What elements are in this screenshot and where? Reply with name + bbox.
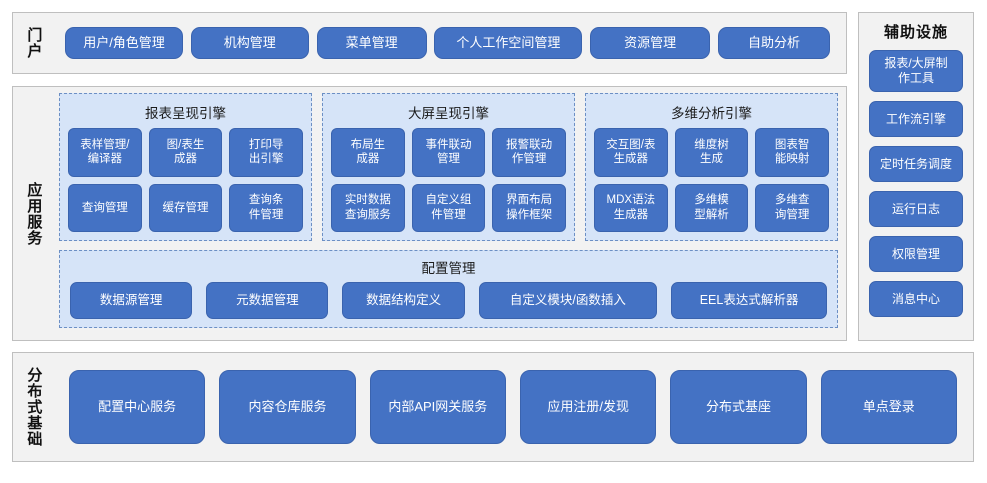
portal-item-org-management[interactable]: 机构管理: [190, 27, 309, 59]
base-item-app-registration-discovery[interactable]: 应用注册/发现: [519, 370, 657, 444]
portal-section-label: 门户: [25, 27, 43, 59]
report-item-template-manager-compiler[interactable]: 表样管理/ 编译器: [68, 128, 142, 177]
application-service-section-label: 应用服务: [25, 181, 43, 246]
config-management-row: 数据源管理 元数据管理 数据结构定义 自定义模块/函数插入 EEL表达式解析器: [70, 282, 827, 319]
config-item-eel-expression-parser[interactable]: EEL表达式解析器: [671, 282, 827, 319]
config-item-data-structure-definition[interactable]: 数据结构定义: [342, 282, 465, 319]
portal-panel: 门户 用户/角色管理 机构管理 菜单管理 个人工作空间管理 资源管理 自助分析: [12, 12, 847, 74]
config-item-datasource-management[interactable]: 数据源管理: [70, 282, 193, 319]
aux-item-permission-management[interactable]: 权限管理: [869, 236, 963, 272]
bigscreen-item-alarm-linkage-action-management[interactable]: 报警联动 作管理: [492, 128, 566, 177]
config-item-metadata-management[interactable]: 元数据管理: [206, 282, 329, 319]
base-item-config-center-service[interactable]: 配置中心服务: [69, 370, 206, 444]
report-item-chart-table-generator[interactable]: 图/表生 成器: [148, 128, 223, 177]
aux-item-message-center[interactable]: 消息中心: [869, 281, 963, 317]
engine-bigscreen-rendering-title: 大屏呈现引擎: [408, 106, 489, 121]
engine-multidim-analysis: 多维分析引擎 交互图/表 生成器 维度树 生成 图表智 能映射 MDX语法 生成…: [585, 93, 838, 241]
multidim-item-interactive-chart-table-generator[interactable]: 交互图/表 生成器: [594, 128, 668, 177]
engine-report-rendering: 报表呈现引擎 表样管理/ 编译器 图/表生 成器 打印导 出引擎 查询管理 缓存…: [59, 93, 312, 241]
engine-bigscreen-rendering: 大屏呈现引擎 布局生 成器 事件联动 管理 报警联动 作管理 实时数据 查询服务…: [322, 93, 575, 241]
engine-report-rendering-grid: 表样管理/ 编译器 图/表生 成器 打印导 出引擎 查询管理 缓存管理 查询条 …: [68, 128, 303, 232]
portal-button-row: 用户/角色管理 机构管理 菜单管理 个人工作空间管理 资源管理 自助分析: [59, 13, 840, 73]
portal-item-resource-management[interactable]: 资源管理: [590, 27, 711, 59]
base-item-single-sign-on[interactable]: 单点登录: [820, 370, 957, 444]
application-service-content: 报表呈现引擎 表样管理/ 编译器 图/表生 成器 打印导 出引擎 查询管理 缓存…: [59, 93, 838, 334]
aux-item-report-bigscreen-authoring-tool[interactable]: 报表/大屏制 作工具: [869, 50, 963, 92]
multidim-item-mdx-syntax-generator[interactable]: MDX语法 生成器: [594, 183, 668, 232]
config-item-custom-module-function-insert[interactable]: 自定义模块/函数插入: [478, 282, 658, 319]
report-item-cache-management[interactable]: 缓存管理: [148, 183, 223, 232]
base-item-content-repository-service[interactable]: 内容仓库服务: [219, 370, 356, 444]
aux-item-workflow-engine[interactable]: 工作流引擎: [869, 101, 963, 137]
distributed-base-section-label: 分布式基础: [25, 367, 43, 447]
engine-report-rendering-title: 报表呈现引擎: [145, 106, 226, 121]
portal-item-self-service-analysis[interactable]: 自助分析: [717, 27, 830, 59]
report-item-print-export-engine[interactable]: 打印导 出引擎: [229, 128, 303, 177]
auxiliary-facilities-panel: 辅助设施 报表/大屏制 作工具 工作流引擎 定时任务调度 运行日志 权限管理 消…: [858, 12, 974, 341]
portal-item-menu-management[interactable]: 菜单管理: [316, 27, 427, 59]
config-management-title: 配置管理: [421, 261, 476, 276]
multidim-item-multidim-query-management[interactable]: 多维查 询管理: [755, 183, 829, 232]
engine-row: 报表呈现引擎 表样管理/ 编译器 图/表生 成器 打印导 出引擎 查询管理 缓存…: [59, 93, 838, 241]
multidim-item-multidim-model-parsing[interactable]: 多维模 型解析: [674, 183, 749, 232]
auxiliary-facilities-list: 报表/大屏制 作工具 工作流引擎 定时任务调度 运行日志 权限管理 消息中心: [859, 46, 973, 325]
distributed-base-row: 配置中心服务 内容仓库服务 内部API网关服务 应用注册/发现 分布式基座 单点…: [65, 353, 965, 461]
auxiliary-facilities-title: 辅助设施: [883, 24, 948, 41]
application-service-panel: 应用服务 报表呈现引擎 表样管理/ 编译器 图/表生 成器 打印导 出引擎 查询…: [12, 86, 847, 341]
distributed-base-panel: 分布式基础 配置中心服务 内容仓库服务 内部API网关服务 应用注册/发现 分布…: [12, 352, 974, 462]
engine-multidim-analysis-title: 多维分析引擎: [671, 106, 752, 121]
report-item-query-management[interactable]: 查询管理: [68, 183, 142, 232]
bigscreen-item-custom-component-management[interactable]: 自定义组 件管理: [411, 183, 486, 232]
bigscreen-item-ui-layout-operation-framework[interactable]: 界面布局 操作框架: [492, 183, 566, 232]
bigscreen-item-realtime-data-query-service[interactable]: 实时数据 查询服务: [331, 183, 405, 232]
engine-bigscreen-rendering-grid: 布局生 成器 事件联动 管理 报警联动 作管理 实时数据 查询服务 自定义组 件…: [331, 128, 566, 232]
base-item-distributed-foundation[interactable]: 分布式基座: [670, 370, 807, 444]
bigscreen-item-event-linkage-management[interactable]: 事件联动 管理: [411, 128, 486, 177]
report-item-query-condition-management[interactable]: 查询条 件管理: [229, 183, 303, 232]
multidim-item-chart-smart-mapping[interactable]: 图表智 能映射: [755, 128, 829, 177]
portal-item-personal-workspace[interactable]: 个人工作空间管理: [434, 27, 583, 59]
engine-multidim-analysis-grid: 交互图/表 生成器 维度树 生成 图表智 能映射 MDX语法 生成器 多维模 型…: [594, 128, 829, 232]
base-item-internal-api-gateway-service[interactable]: 内部API网关服务: [369, 370, 506, 444]
multidim-item-dimension-tree-generation[interactable]: 维度树 生成: [674, 128, 749, 177]
bigscreen-item-layout-generator[interactable]: 布局生 成器: [331, 128, 405, 177]
aux-item-scheduled-task-scheduler[interactable]: 定时任务调度: [869, 146, 963, 182]
config-management-box: 配置管理 数据源管理 元数据管理 数据结构定义 自定义模块/函数插入 EEL表达…: [59, 250, 838, 328]
aux-item-runtime-log[interactable]: 运行日志: [869, 191, 963, 227]
portal-item-user-role-management[interactable]: 用户/角色管理: [65, 27, 183, 59]
